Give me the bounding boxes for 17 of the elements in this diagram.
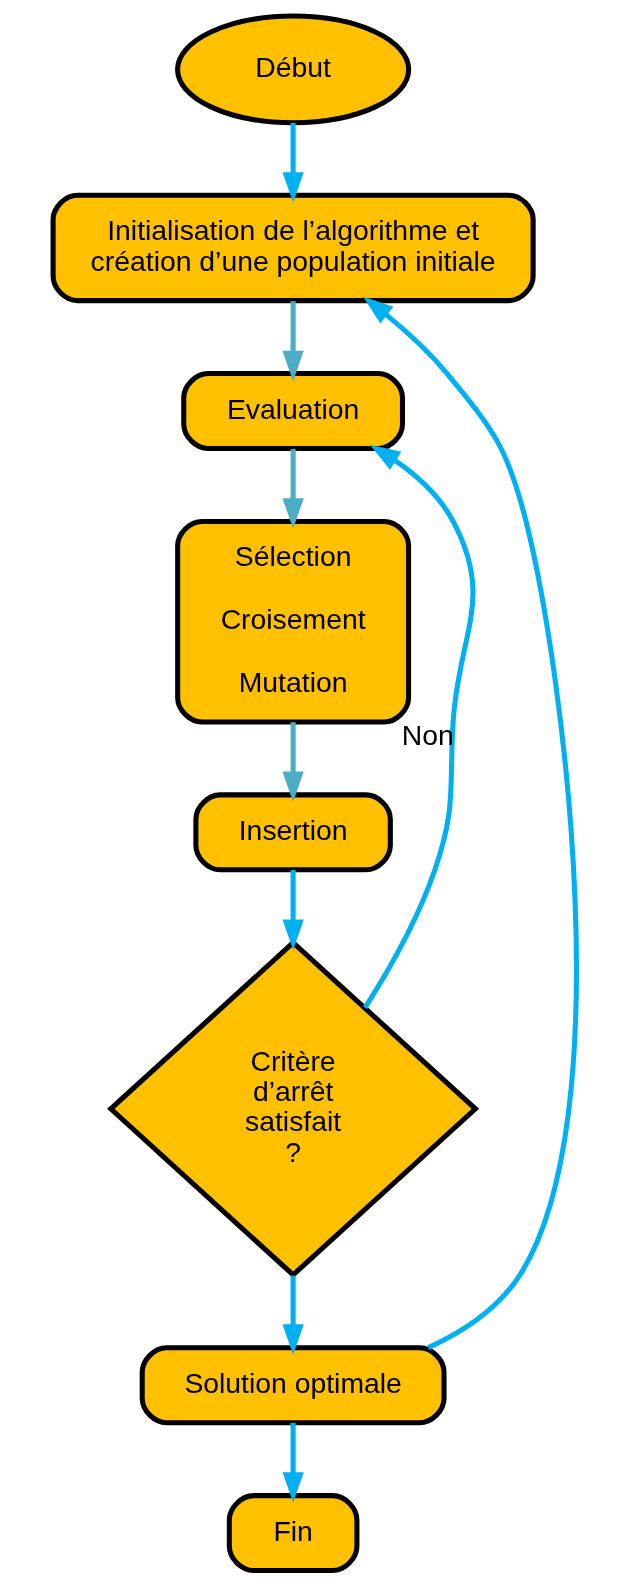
node-box: Initialisation de l’algorithme et création d’une population initiale bbox=[50, 192, 536, 304]
node-box: Evaluation bbox=[181, 371, 405, 452]
node-diamond: Critère d’arrêt satisfait ? bbox=[107, 939, 480, 1279]
arrow bbox=[362, 444, 476, 1009]
arrow bbox=[362, 296, 579, 1350]
node-box: Fin bbox=[226, 1493, 360, 1574]
arrow bbox=[282, 1422, 304, 1503]
arrow bbox=[282, 869, 304, 950]
node-ellipse: Début bbox=[175, 13, 412, 126]
node-box: Insertion bbox=[193, 792, 393, 873]
arrow bbox=[282, 1275, 304, 1355]
node-box: Sélection Croisement Mutation bbox=[175, 518, 412, 725]
arrow bbox=[282, 122, 304, 203]
node-box: Solution optimale bbox=[139, 1345, 447, 1426]
arrow bbox=[282, 449, 304, 529]
arrow bbox=[282, 301, 304, 382]
arrow bbox=[282, 722, 304, 802]
